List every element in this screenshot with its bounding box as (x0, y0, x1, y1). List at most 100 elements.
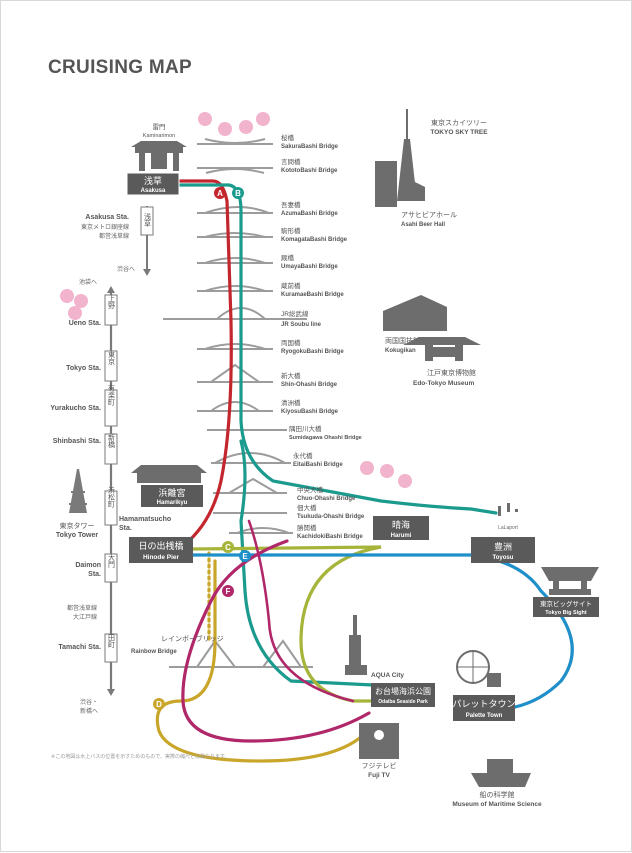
svg-text:C: C (225, 543, 231, 552)
page-title: CRUISING MAP (48, 57, 192, 78)
bridge-8-ja: 新大橋 (281, 371, 301, 380)
svg-text:上野: 上野 (108, 294, 116, 309)
kokugikan-icon (383, 295, 447, 331)
station-box-shinbashi[interactable]: 新橋 (104, 433, 118, 465)
label-rainbow-ja: レインボーブリッジ (161, 634, 224, 643)
svg-text:B: B (235, 189, 241, 198)
bridge-5-en: KuramaeBashi Bridge (281, 292, 344, 298)
label-beerhall-ja: アサヒビアホール (401, 210, 457, 219)
label-bottom-dir1: 渋谷・ (80, 698, 98, 706)
label-ueno-sta: Ueno Sta. (69, 320, 101, 327)
route-b2 (239, 439, 375, 687)
svg-text:A: A (217, 189, 223, 198)
statue-of-liberty-icon (345, 615, 367, 675)
label-maritime-ja: 船の科学館 (480, 790, 515, 799)
pier-odaiba[interactable]: お台場海浜公園 Odaiba Seaside Park (371, 683, 435, 707)
bridge-10-ja: 隅田川大橋 (289, 424, 322, 433)
bridge-1-ja: 言問橋 (281, 157, 301, 166)
label-kokugikan-en: Kokugikan (385, 348, 416, 354)
label-toei-line1: 都営浅草線 (67, 604, 97, 612)
bridge-6-ja: JR総武線 (281, 309, 309, 318)
bridge-13-ja: 佃大橋 (297, 503, 317, 512)
svg-text:Harumi: Harumi (391, 533, 412, 539)
svg-text:D: D (156, 700, 162, 709)
svg-text:有楽町: 有楽町 (108, 384, 116, 406)
svg-text:浅草: 浅草 (144, 212, 152, 228)
svg-text:東京ビッグサイト: 東京ビッグサイト (540, 599, 592, 608)
label-toei-line2: 大江戸線 (73, 613, 97, 621)
label-lalaport: LaLaport (498, 525, 518, 531)
bridge-9-en: KiyosuBashi Bridge (281, 409, 339, 415)
lalaport-icon (498, 503, 518, 516)
pier-hinode[interactable]: 日の出桟橋 Hinode Pier (129, 537, 193, 563)
bridge-3-en: KomagataBashi Bridge (281, 237, 348, 243)
pier-harumi[interactable]: 晴海 Harumi (373, 516, 429, 540)
hamarikyu-building-icon (131, 465, 207, 483)
bridge-6-en: JR Soubu line (281, 322, 322, 328)
svg-text:Palette Town: Palette Town (466, 713, 503, 719)
label-edo-en: Edo-Tokyo Museum (413, 380, 474, 387)
bridge-13-en: Tsukuda-Ohashi Bridge (297, 514, 365, 520)
svg-text:田町: 田町 (108, 634, 116, 648)
ferris-wheel-icon (456, 650, 501, 687)
route-f2 (247, 519, 355, 703)
bridge-11-ja: 永代橋 (293, 451, 313, 460)
bridge-labels: 桜橋 SakuraBashi Bridge 言問橋 KototoBashi Br… (281, 133, 365, 540)
bridge-14-ja: 勝鬨橋 (297, 523, 317, 532)
label-yurakucho-sta: Yurakucho Sta. (50, 405, 101, 412)
route-markers: A B C E F D (153, 187, 251, 710)
route-a (177, 179, 233, 551)
label-ikebukuro-dir: 池袋へ (79, 278, 97, 286)
label-hamamatsucho-sta: Hamamatsucho (119, 516, 171, 523)
bridge-2-ja: 吾妻橋 (281, 200, 301, 209)
station-box-daimon[interactable]: 大門 (104, 553, 118, 583)
arrow-down-icon (107, 689, 115, 696)
pier-hamarikyu[interactable]: 浜離宮 Hamarikyu (141, 485, 203, 507)
station-box-tokyo[interactable]: 東京 (104, 350, 118, 382)
pier-toyosu[interactable]: 豊洲 Toyosu (471, 537, 535, 563)
label-skytree-ja: 東京スカイツリー (431, 118, 487, 127)
bridge-2-en: AzumaBashi Bridge (281, 211, 338, 217)
label-kokugikan-ja: 両国国技館 (385, 336, 420, 345)
svg-text:Hamarikyu: Hamarikyu (157, 500, 188, 506)
station-box-tamachi[interactable]: 田町 (104, 633, 118, 663)
svg-text:日の出桟橋: 日の出桟橋 (138, 540, 183, 551)
bridge-4-ja: 厩橋 (281, 253, 295, 262)
svg-text:F: F (226, 587, 231, 596)
bridge-4-en: UmayaBashi Bridge (281, 264, 338, 270)
pier-asakusa[interactable]: 浅草 Asakusa (126, 172, 180, 196)
bridge-icons (163, 138, 313, 668)
station-box-hamamatsucho[interactable]: 浜松町 (104, 486, 118, 526)
svg-text:Toyosu: Toyosu (493, 555, 514, 561)
label-tokyo-sta: Tokyo Sta. (66, 365, 101, 372)
label-skytree-en: TOKYO SKY TREE (430, 129, 488, 136)
bridge-9-ja: 清洲橋 (281, 398, 301, 407)
station-box-asakusa[interactable]: 浅草 (140, 206, 154, 236)
svg-text:浜離宮: 浜離宮 (158, 487, 185, 498)
label-tower-ja: 東京タワー (60, 521, 95, 530)
bridge-14-en: KachidokiBashi Bridge (297, 534, 363, 540)
station-box-yurakucho[interactable]: 有楽町 (104, 384, 118, 427)
station-box-ueno[interactable]: 上野 (104, 294, 118, 326)
bridge-7-en: RyogokuBashi Bridge (281, 349, 344, 355)
bridge-12-en: Chuo-Ohashi Bridge (297, 496, 356, 502)
svg-text:豊洲: 豊洲 (494, 541, 512, 552)
bridge-10-en: Sumidagawa Ohashi Bridge (289, 435, 362, 441)
svg-text:Tokyo Big Sight: Tokyo Big Sight (545, 610, 587, 616)
bridge-8-en: Shin-Ohashi Bridge (281, 382, 338, 388)
pier-palette[interactable]: パレットタウン Palette Town (452, 695, 516, 721)
label-bottom-dir2: 新橋へ (80, 707, 98, 715)
route-e (191, 553, 574, 709)
label-kaminarimon-en: Kaminarimon (143, 133, 175, 139)
sakura-icons (60, 112, 412, 488)
bridge-3-ja: 駒形橋 (281, 226, 301, 235)
label-rainbow-en: Rainbow Bridge (131, 649, 177, 655)
label-asakusa-sub1: 東京メトロ銀座線 (81, 223, 129, 231)
label-daimon-sta2: Sta. (88, 571, 101, 578)
bridge-0-en: SakuraBashi Bridge (281, 144, 339, 150)
pier-bigsight[interactable]: 東京ビッグサイト Tokyo Big Sight (533, 597, 599, 617)
svg-text:浜松町: 浜松町 (108, 486, 116, 508)
bridge-5-ja: 蔵前橋 (281, 281, 301, 290)
ship-icon (471, 759, 531, 787)
